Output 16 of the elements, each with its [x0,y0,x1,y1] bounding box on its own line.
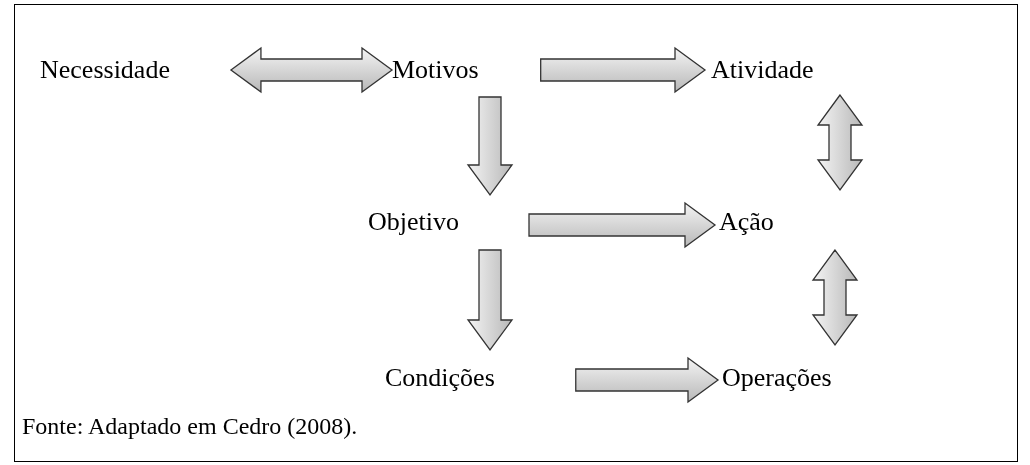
node-label: Objetivo [368,207,459,237]
block-arrow [540,46,707,94]
block-arrow [575,356,720,404]
node-label: Atividade [711,55,814,85]
block-arrow [811,248,859,347]
block-arrow [816,93,864,192]
block-arrow [466,96,514,197]
node-label: Motivos [392,55,479,85]
caption: Fonte: Adaptado em Cedro (2008). [22,413,358,440]
node-label: Operações [722,363,832,393]
node-label: Condições [385,363,495,393]
block-arrow [229,46,394,94]
block-arrow [528,201,717,249]
node-label: Necessidade [40,55,170,85]
node-label: Ação [719,207,774,237]
block-arrow [466,249,514,352]
